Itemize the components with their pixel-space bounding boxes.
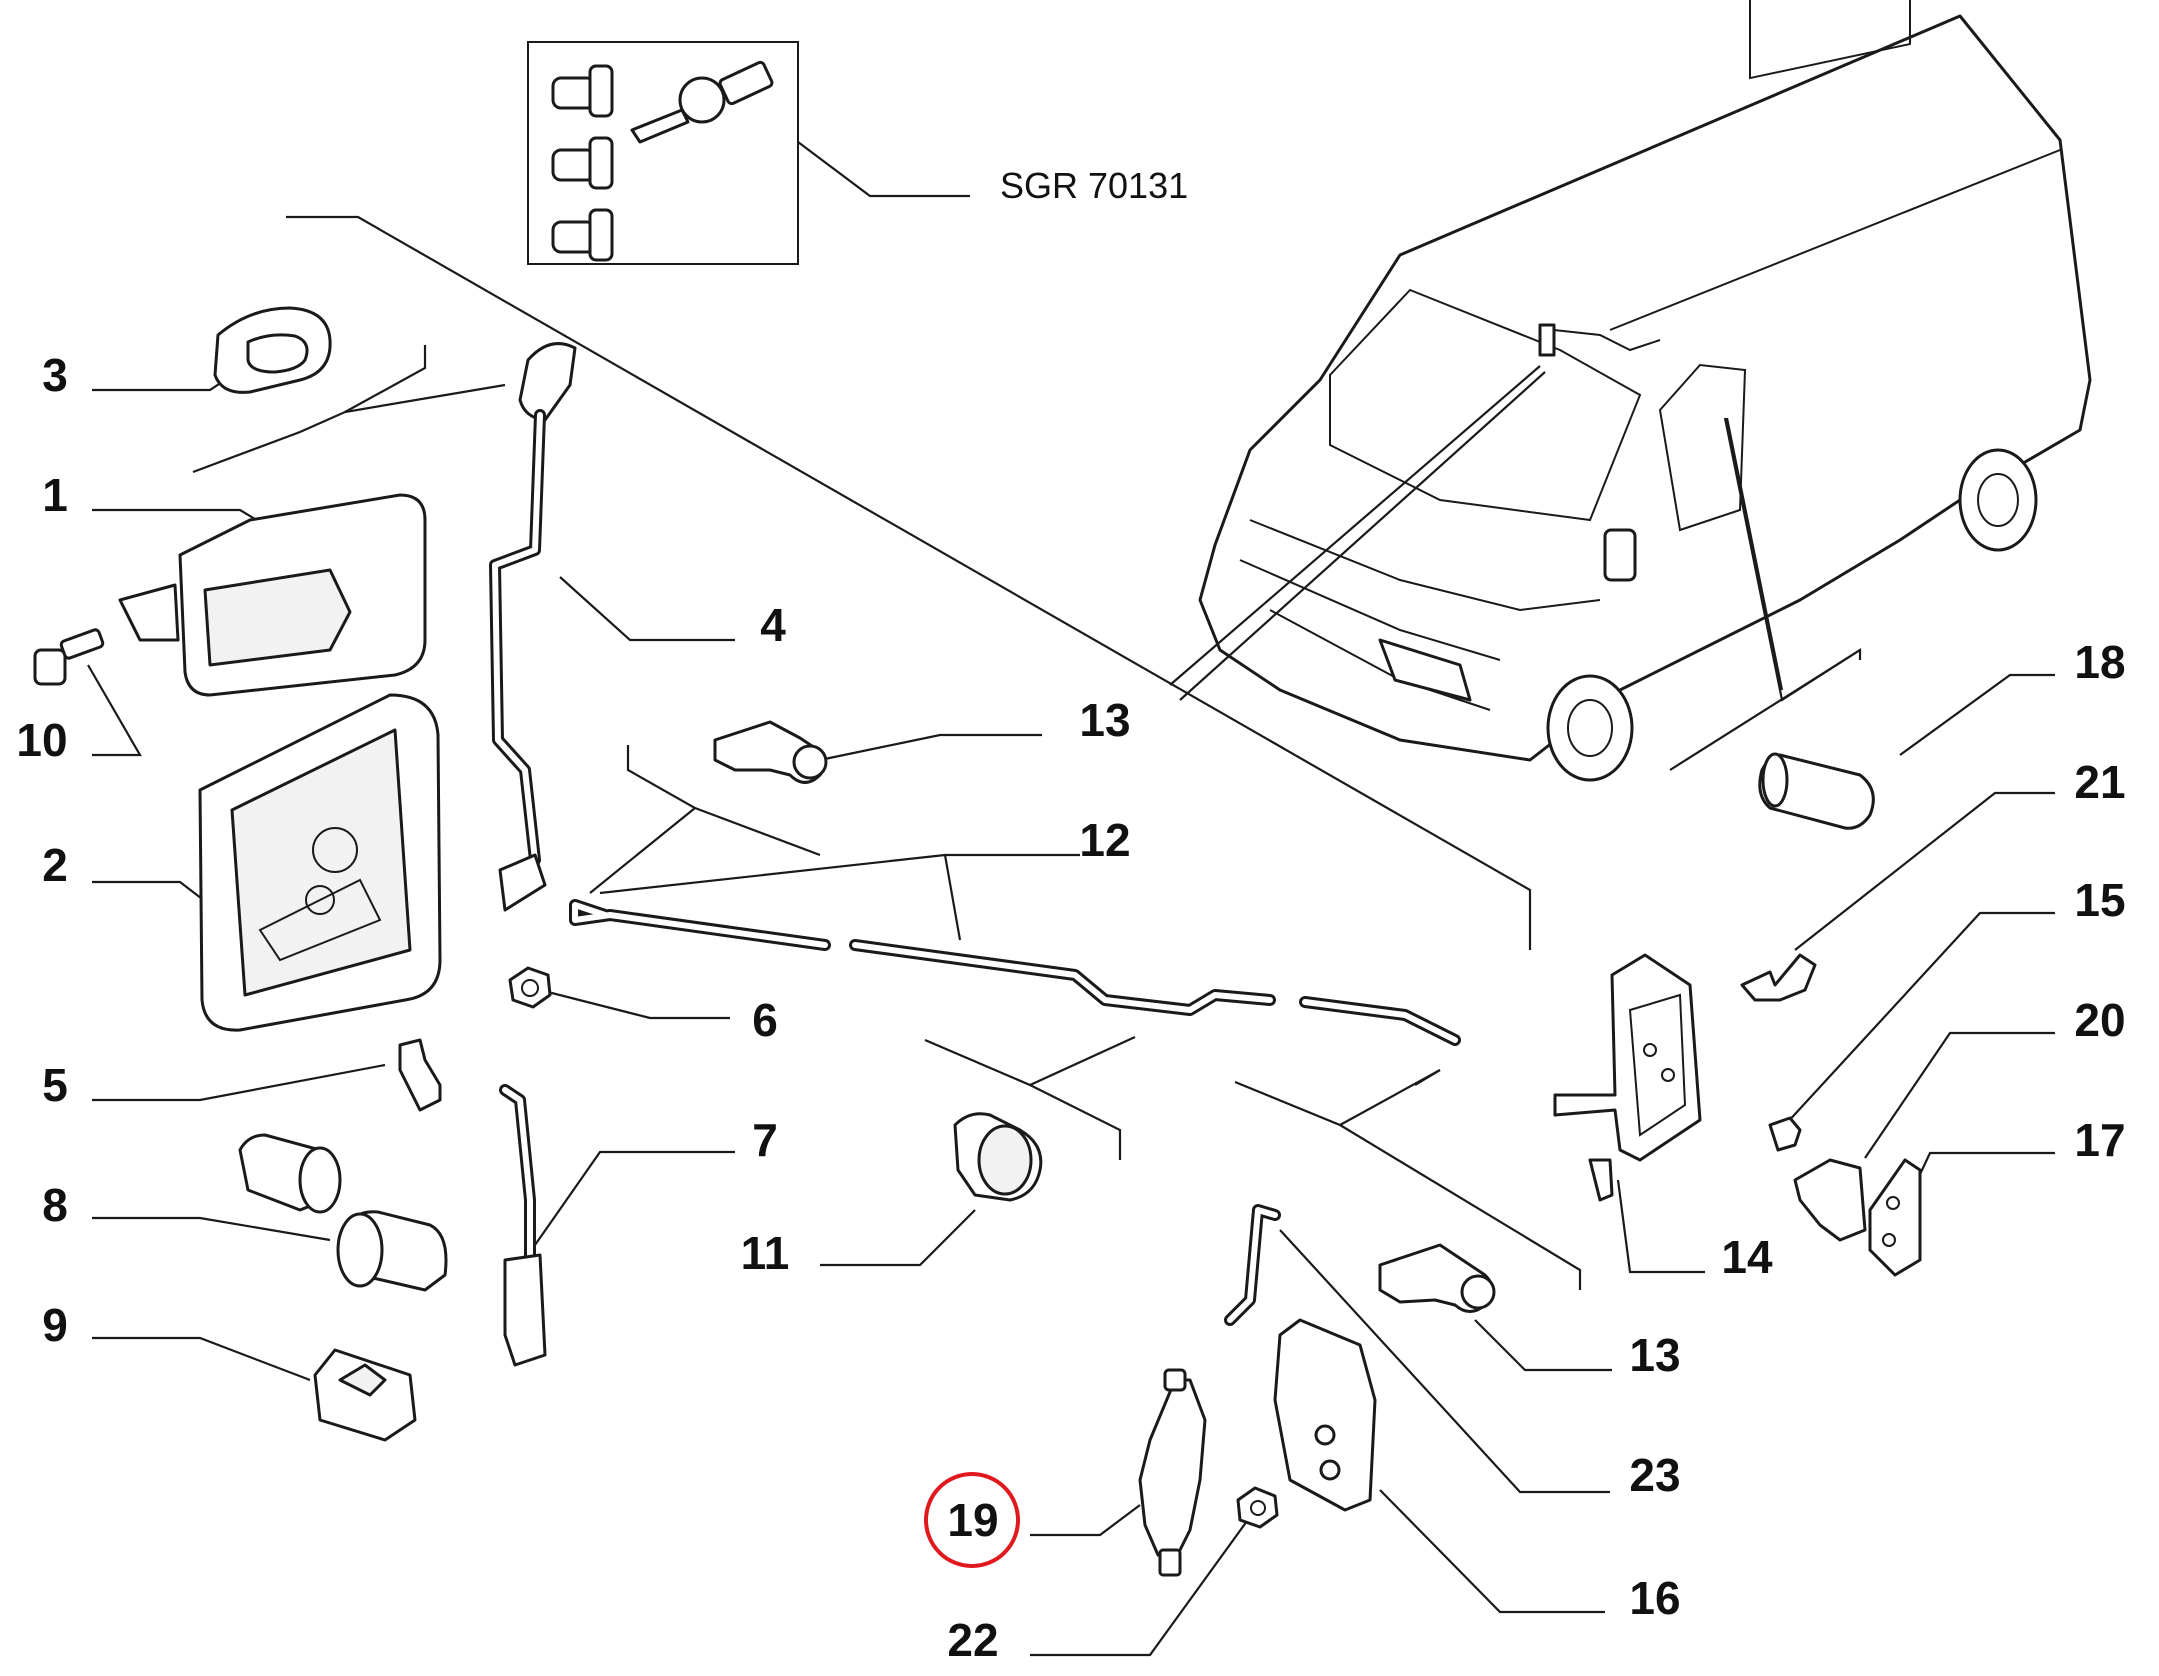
leader-lines [87, 215, 2055, 1657]
part-5-clip [398, 1038, 442, 1112]
part-11-lock [953, 1112, 1043, 1202]
part-9-retainer [313, 1348, 417, 1442]
part-1-handle-housing [118, 493, 427, 697]
callout-17: 17 [2074, 1114, 2126, 1166]
callout-12: 12 [1079, 814, 1131, 866]
part-16-hinge-plate [1273, 1318, 1377, 1512]
callout-18: 18 [2074, 636, 2126, 688]
part-13-bracket-upper [713, 720, 828, 784]
lock-cylinder-icon-b [551, 136, 614, 190]
van-illustration [1198, 0, 2092, 782]
callout-20: 20 [2074, 994, 2126, 1046]
part-6-nut [508, 966, 552, 1009]
part-20-striker [1793, 1158, 1867, 1242]
callout-9: 9 [42, 1299, 68, 1351]
callout-2: 2 [42, 839, 68, 891]
callout-22: 22 [947, 1614, 999, 1666]
callout-5: 5 [42, 1059, 68, 1111]
part-3-bezel [213, 306, 332, 394]
part-23-rod [1224, 1204, 1281, 1326]
part-14-door-lock [1553, 953, 1702, 1202]
part-21-stud [1740, 953, 1817, 1002]
callout-21: 21 [2074, 756, 2126, 808]
callout-8: 8 [42, 1179, 68, 1231]
callout-4: 4 [760, 599, 786, 651]
callout-19-highlight-ring [924, 1472, 1020, 1568]
callout-16: 16 [1629, 1572, 1681, 1624]
part-4-release-rod [489, 342, 577, 912]
part-8-lock-cylinder-b [336, 1210, 448, 1292]
kit-code-label: SGR 70131 [1000, 165, 1189, 206]
part-15-screw [1768, 1116, 1802, 1152]
callout-3: 3 [42, 349, 68, 401]
callout-13-top: 13 [1079, 694, 1131, 746]
lock-cylinder-icon-a [551, 64, 614, 118]
part-17-gasket-plate [1868, 1158, 1922, 1277]
part-13-bracket-lower [1378, 1243, 1496, 1313]
part-12-linkage-rods [569, 899, 1461, 1046]
callout-23: 23 [1629, 1449, 1681, 1501]
callout-13-right: 13 [1629, 1329, 1681, 1381]
part-8-lock-cylinder-a [238, 1133, 342, 1214]
callout-10: 10 [16, 714, 68, 766]
part-10-bolt [33, 628, 105, 686]
part-19-actuator [1138, 1368, 1207, 1577]
callout-11: 11 [740, 1227, 790, 1279]
callout-6: 6 [752, 994, 778, 1046]
part-7-rod [499, 1084, 547, 1367]
lock-cylinder-icon-c [551, 208, 614, 262]
part-22-nut [1236, 1486, 1279, 1529]
callout-14: 14 [1721, 1231, 1773, 1283]
key-cylinder-kit [527, 41, 970, 265]
callout-15: 15 [2074, 874, 2126, 926]
key-icon [630, 60, 774, 144]
callout-7: 7 [752, 1114, 778, 1166]
part-2-lock-mechanism [198, 693, 442, 1032]
callout-1: 1 [42, 469, 68, 521]
part-18-sleeve [1758, 752, 1875, 830]
